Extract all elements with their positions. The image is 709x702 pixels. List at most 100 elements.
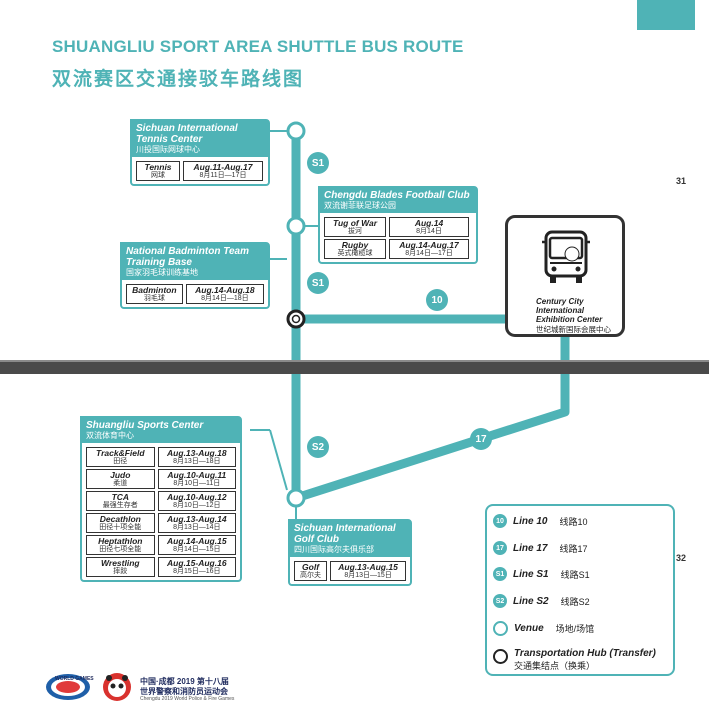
venue-name-en-2: Tennis Center <box>136 134 203 145</box>
hub-name-en-2: International <box>536 306 585 315</box>
venue-node-sports-center <box>286 488 306 508</box>
page-title-cn: 双流赛区交通接驳车路线图 <box>52 69 305 90</box>
event-date-cn: 8月15日—16日 <box>173 568 221 575</box>
event-date-en: Aug.14-Aug.17 <box>399 240 459 250</box>
event-name-cn: 柔道 <box>113 480 128 487</box>
legend-label-cn: 线路17 <box>559 543 588 554</box>
venue-node-football <box>286 216 306 236</box>
event-name-en: Decathlon <box>99 514 141 524</box>
line10-badge-icon: 10 <box>493 514 507 528</box>
venue-card-football: Chengdu Blades Football Club 双流谢菲联足球公园 T… <box>318 186 478 264</box>
legend-label-en: Line 10 <box>513 515 548 527</box>
event-date-cn: 8月14日—18日 <box>201 295 249 302</box>
event-name-cn: 高尔夫 <box>300 572 322 579</box>
event-date-en: Aug.14-Aug.15 <box>167 536 227 546</box>
venue-name-cn: 川投国际网球中心 <box>136 145 200 154</box>
event-name-cn: 摔跤 <box>113 568 128 575</box>
event-name-en: TCA <box>111 492 130 502</box>
event-date-en: Aug.10-Aug.12 <box>167 492 227 502</box>
legend-label-cn: 线路S2 <box>560 596 590 607</box>
event-name-cn: 羽毛球 <box>143 295 165 302</box>
venue-name-cn: 国家羽毛球训练基地 <box>126 268 198 277</box>
route-badge-s2: S2 <box>307 436 329 458</box>
event-name-cn: 网球 <box>151 172 165 179</box>
event-name-cn: 英式橄榄球 <box>337 250 373 257</box>
event-date-cn: 8月14日—17日 <box>405 250 453 257</box>
legend-item-venue: Venue 场地/场馆 <box>493 621 594 636</box>
route-badge-17: 17 <box>470 428 492 450</box>
event-date-en: Aug.15-Aug.16 <box>167 558 227 568</box>
legend-label-cn: 场地/场馆 <box>555 624 595 634</box>
lines1-badge-icon: S1 <box>493 567 507 581</box>
hub-name-cn: 世纪城新国际会展中心 <box>536 325 611 334</box>
event-name-cn: 田径十项全能 <box>99 524 142 531</box>
legend-label-en: Line S1 <box>513 568 549 580</box>
venue-card-badminton: National Badminton Team Training Base 国家… <box>120 242 270 309</box>
venue-name-cn: 双流体育中心 <box>86 431 134 440</box>
event-name-en: Golf <box>302 562 320 572</box>
route-badge-s1-lower: S1 <box>307 272 329 294</box>
event-date-en: Aug.14 <box>414 218 444 228</box>
venue-name-en: National Badminton Team <box>126 246 249 257</box>
hub-name-en-1: Century City <box>536 297 584 306</box>
legend-item-lines2: S2 Line S2 线路S2 <box>493 594 590 608</box>
event-date-cn: 8月13日—18日 <box>173 458 221 465</box>
venue-card-sports-center: Shuangliu Sports Center 双流体育中心 Track&Fie… <box>80 416 242 582</box>
footer-line3: Chengdu 2019 World Police & Fire Games <box>140 696 235 702</box>
event-date-en: Aug.10-Aug.11 <box>167 470 227 480</box>
venue-node-tennis <box>286 121 306 141</box>
event-date-cn: 8月14日—15日 <box>173 546 221 553</box>
legend-item-line17: 17 Line 17 线路17 <box>493 541 587 555</box>
event-name-en: Wrestling <box>101 558 140 568</box>
venue-name-en: Sichuan International <box>294 523 396 534</box>
panda-logo <box>103 673 131 701</box>
hub-exhibition-center: Century City International Exhibition Ce… <box>505 215 625 337</box>
legend-label-en: Line S2 <box>513 595 549 607</box>
venue-name-cn: 双流谢菲联足球公园 <box>324 201 396 210</box>
event-date-cn: 8月10日—12日 <box>173 502 221 509</box>
page-divider-edge <box>0 360 709 362</box>
world-games-label: WORLD GAMES <box>55 676 94 682</box>
venue-card-golf: Sichuan International Golf Club 四川国际高尔夫俱… <box>288 519 412 586</box>
venue-name-en-2: Training Base <box>126 257 192 268</box>
legend-label-en: Venue <box>514 623 544 634</box>
page-number-bottom: 32 <box>676 553 687 563</box>
bus-icon <box>542 230 590 283</box>
event-name-en: Heptathlon <box>98 536 143 546</box>
venue-name-en-2: Golf Club <box>294 534 339 545</box>
footer-line1: 中国·成都 2019 第十八届 <box>140 677 229 686</box>
hub-node-badminton <box>286 309 306 329</box>
event-date-cn: 8月14日 <box>416 228 442 235</box>
line17-badge-icon: 17 <box>493 541 507 555</box>
event-name-en: Track&Field <box>96 448 145 458</box>
event-date-cn: 8月11日—17日 <box>199 172 247 179</box>
event-name-cn: 最强生存者 <box>102 502 138 509</box>
venue-name-en: Chengdu Blades Football Club <box>324 190 470 201</box>
venue-name-en: Shuangliu Sports Center <box>86 420 204 431</box>
legend: 10 Line 10 线路10 17 Line 17 线路17 S1 Line … <box>485 504 675 676</box>
legend-item-line10: 10 Line 10 线路10 <box>493 514 587 528</box>
event-date-en: Aug.11-Aug.17 <box>193 162 253 172</box>
legend-label-cn: 线路S1 <box>560 569 590 580</box>
corner-tab <box>637 0 695 30</box>
legend-item-lines1: S1 Line S1 线路S1 <box>493 567 590 581</box>
event-name-en: Tug of War <box>332 218 378 228</box>
event-name-cn: 田径七项全能 <box>99 546 142 553</box>
connector-sports-center-b <box>269 429 288 491</box>
venue-card-tennis: Sichuan International Tennis Center 川投国际… <box>130 119 270 186</box>
page-title-en: SHUANGLIU SPORT AREA SHUTTLE BUS ROUTE <box>52 37 464 56</box>
event-date-cn: 8月13日—15日 <box>344 572 392 579</box>
venue-name-cn: 四川国际高尔夫俱乐部 <box>294 545 374 554</box>
legend-label-cn: 线路10 <box>559 516 588 527</box>
event-name-en: Rugby <box>341 240 369 250</box>
event-date-en: Aug.13-Aug.18 <box>167 448 227 458</box>
event-name-en: Badminton <box>132 285 177 295</box>
